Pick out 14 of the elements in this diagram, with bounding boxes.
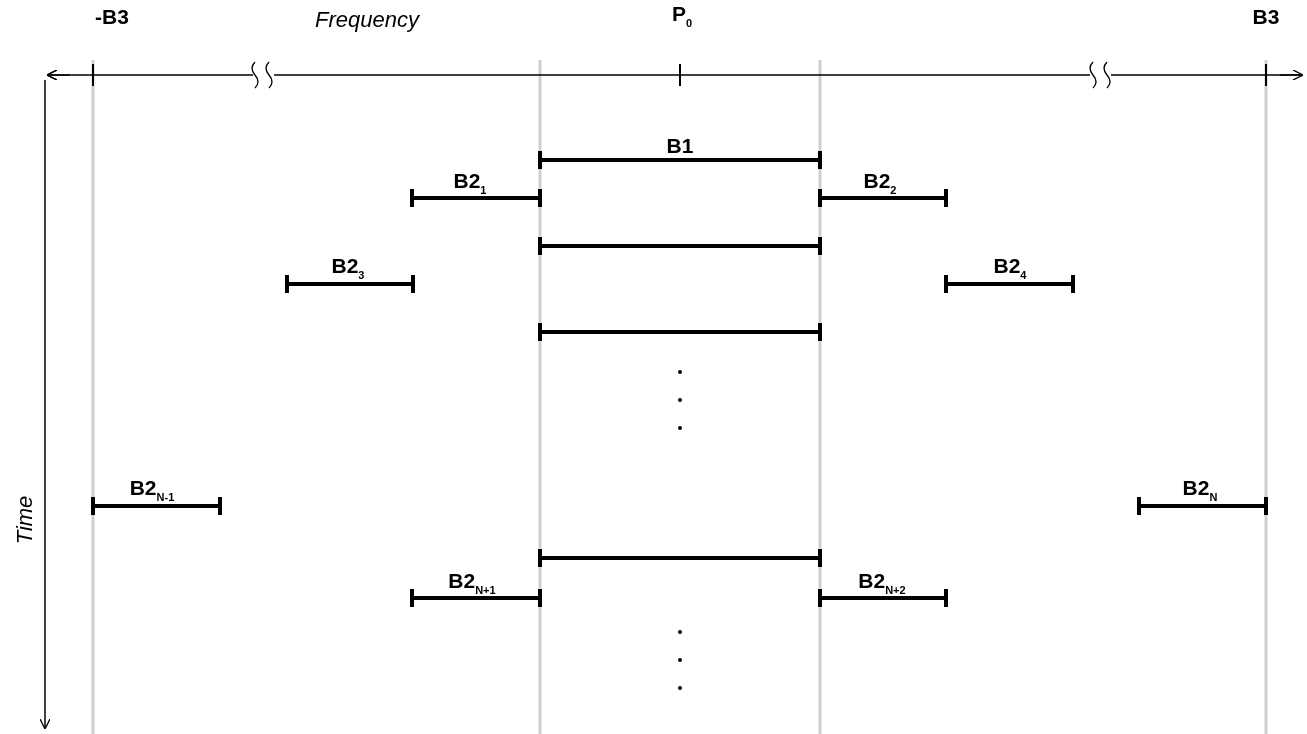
axis-label: -B3: [95, 5, 129, 27]
axis-title: Time: [14, 495, 36, 545]
bar-label: B2$_{N}$: [1182, 477, 1218, 503]
bar-label: B2$_{N+1}$: [448, 570, 496, 596]
bar-label: B2$_{3}$: [331, 255, 365, 281]
bar-label: B2$_{2}$: [863, 170, 897, 196]
bar-label: B2$_{4}$: [993, 255, 1027, 281]
axis-title: Frequency: [315, 9, 419, 31]
axis-label: B3: [1252, 5, 1280, 27]
axis-label: P$_{0}$: [671, 3, 693, 29]
bar-label: B2$_{N-1}$: [129, 477, 175, 503]
bar-label: B2$_{1}$: [453, 170, 487, 196]
bar-label: B2$_{N+2}$: [858, 570, 906, 596]
bar-label: B1: [666, 134, 694, 156]
